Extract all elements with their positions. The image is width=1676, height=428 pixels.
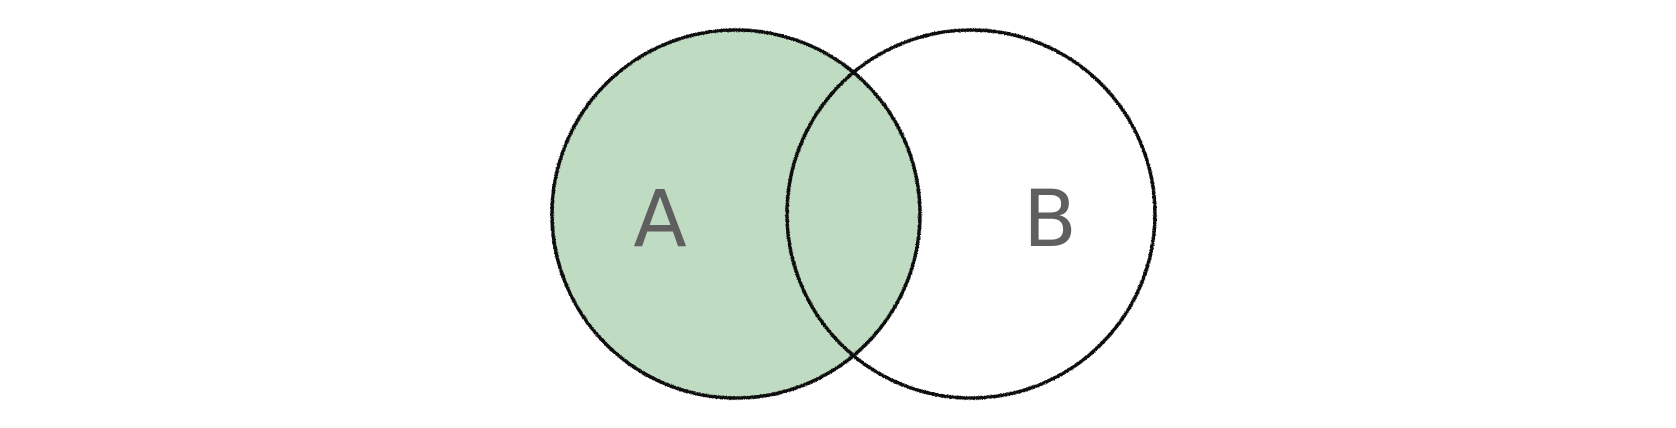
set-b-outline — [785, 28, 1157, 400]
set-b-label: B — [1023, 175, 1077, 265]
set-a-fill — [552, 30, 920, 398]
set-a-outline — [550, 28, 922, 400]
set-a-label: A — [633, 175, 686, 265]
